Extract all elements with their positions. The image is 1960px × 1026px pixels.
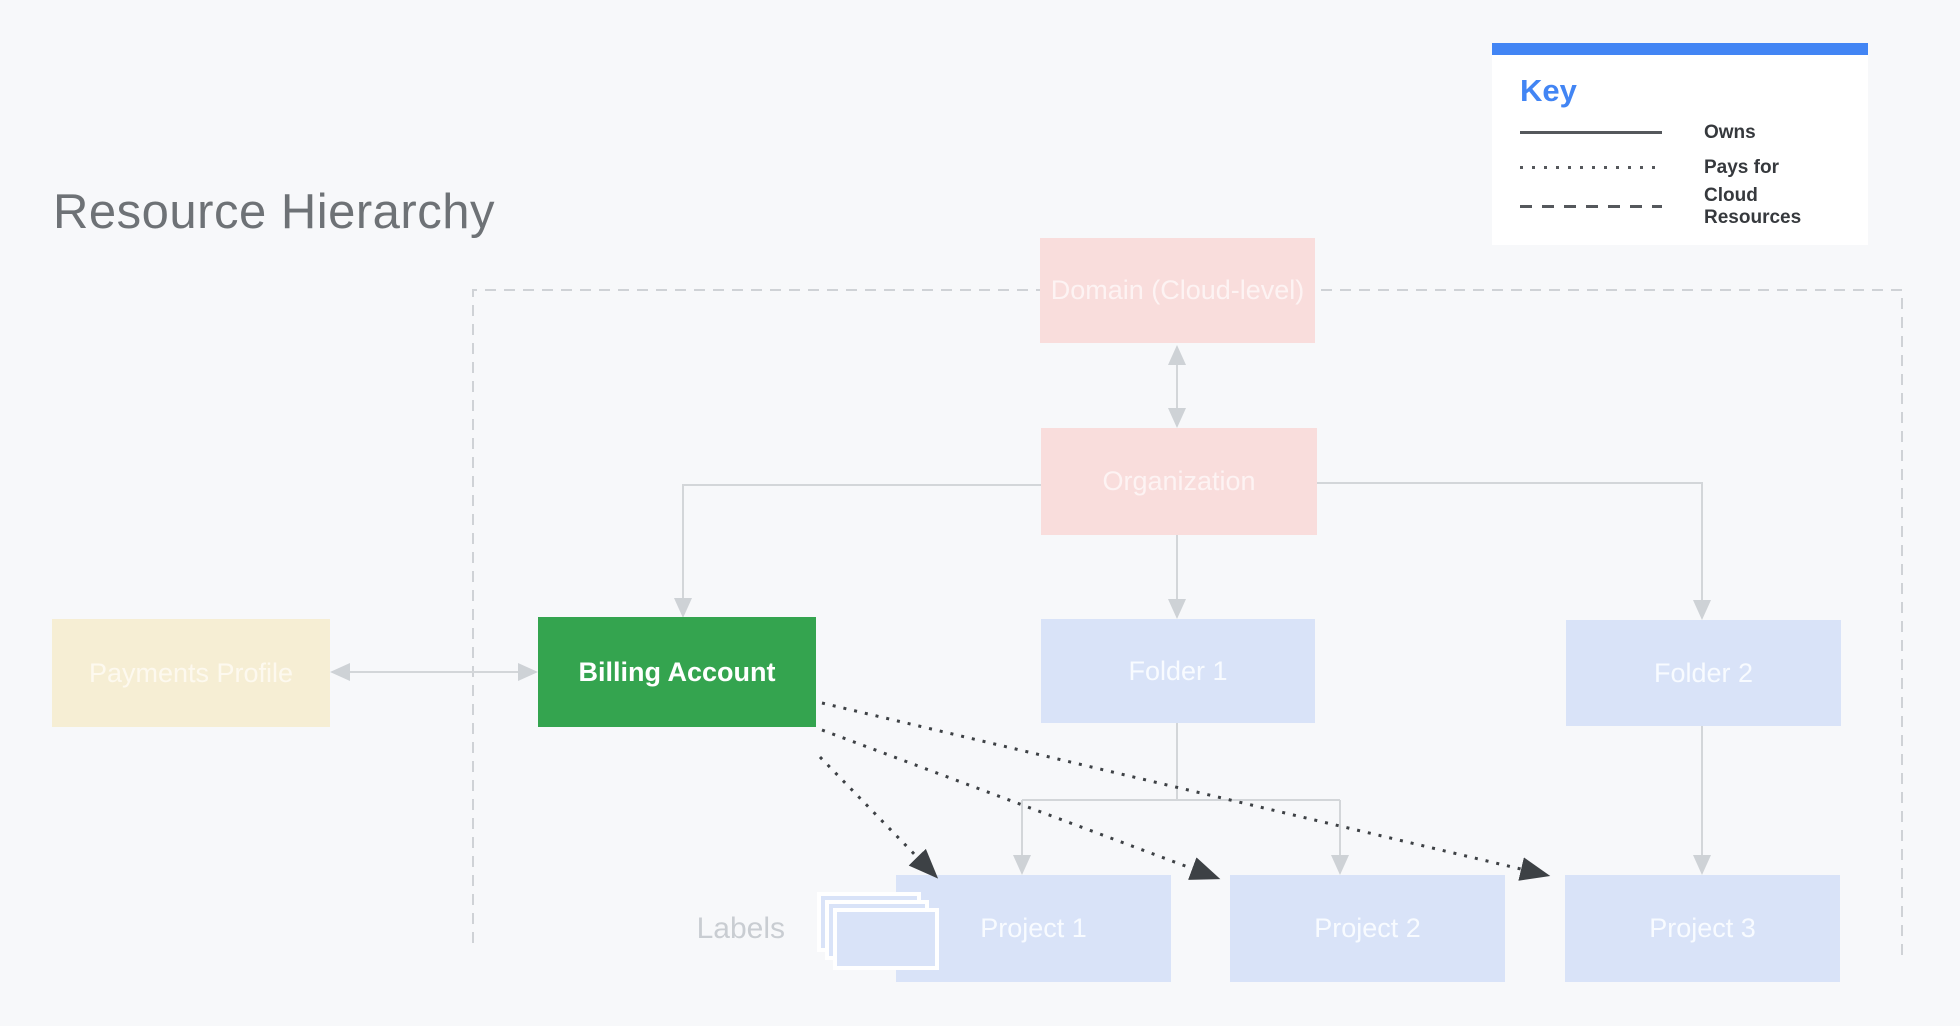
node-billing-account: Billing Account <box>538 617 816 727</box>
key-item-owns: Owns <box>1520 115 1850 150</box>
stacked-card-front <box>833 908 939 970</box>
labels-caption: Labels <box>696 912 785 945</box>
stacked-cards-icon <box>817 892 943 974</box>
edge-owns-organization-billing-account <box>674 484 1041 618</box>
key-item-label: Owns <box>1704 121 1756 143</box>
edge-owns-folder-1-branch <box>1022 722 1340 801</box>
key-line-sample-dashed <box>1520 205 1662 209</box>
cloud-resources-boundary <box>472 289 1903 957</box>
key-item-pays-for: Pays for <box>1520 150 1850 185</box>
node-folder-1: Folder 1 <box>1041 619 1315 723</box>
node-folder-2: Folder 2 <box>1566 620 1841 726</box>
page-title: Resource Hierarchy <box>53 185 495 239</box>
key-line-sample-dotted <box>1520 166 1662 169</box>
edge-owns-organization-folder-2 <box>1317 482 1711 620</box>
node-project-3: Project 3 <box>1565 875 1840 982</box>
key-item-label: Pays for <box>1704 156 1779 178</box>
node-payments-profile: Payments Profile <box>52 619 330 727</box>
key-item-label: Cloud Resources <box>1704 185 1802 228</box>
node-organization: Organization <box>1041 428 1317 535</box>
key-accent-bar <box>1492 43 1868 55</box>
node-project-2: Project 2 <box>1230 875 1505 982</box>
key-line-sample-solid <box>1520 131 1662 134</box>
node-domain: Domain (Cloud-level) <box>1040 238 1315 343</box>
node-project-1: Project 1 <box>896 875 1171 982</box>
key-heading: Key <box>1520 73 1577 108</box>
key-item-cloud-resources: Cloud Resources <box>1520 185 1850 229</box>
